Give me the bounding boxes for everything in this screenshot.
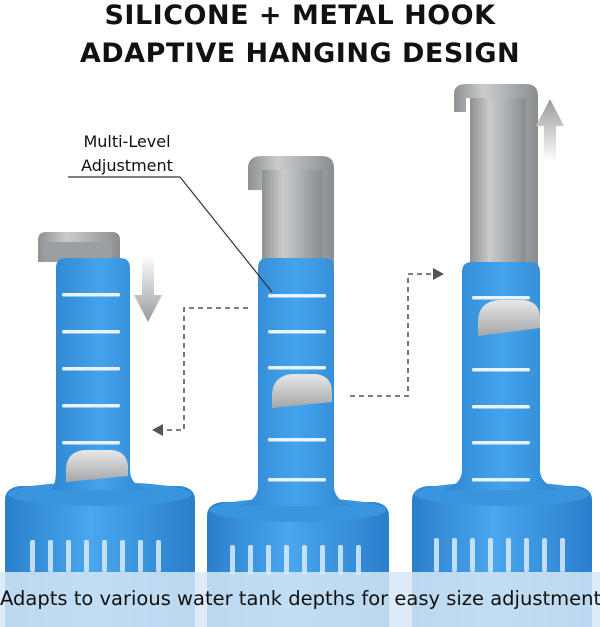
metal-hook-middle: [248, 156, 334, 265]
silicone-strap-middle: [240, 258, 352, 506]
up-arrow-icon: [536, 99, 564, 162]
heading-line-1: SILICONE + METAL HOOK: [104, 0, 496, 31]
silicone-strap-right: [444, 262, 560, 490]
adjustment-slots-left: [62, 293, 120, 445]
adjustment-slots-middle: [268, 294, 326, 482]
dashed-connector-left: [162, 307, 248, 431]
caption-band: [0, 572, 600, 627]
metal-clip-middle: [272, 374, 332, 408]
metal-clip-left: [66, 450, 128, 482]
metal-hook-right: [454, 84, 538, 270]
heading-line-2: ADAPTIVE HANGING DESIGN: [79, 38, 521, 69]
metal-clip-right: [478, 300, 540, 336]
adjustment-slots-right: [472, 296, 530, 482]
callout-line-2: Adjustment: [81, 156, 173, 175]
basket-right: [412, 84, 592, 627]
silicone-strap-left: [50, 258, 150, 490]
basket-left: [5, 232, 195, 627]
callout-label: Multi-Level Adjustment: [62, 130, 192, 178]
caption-text: Adapts to various water tank depths for …: [0, 587, 600, 610]
dashed-connector-right: [350, 273, 432, 397]
metal-hook-left: [38, 232, 120, 262]
callout-leader-line: [68, 176, 273, 293]
basket-middle: [207, 156, 389, 627]
connector-arrowhead-right: [433, 268, 444, 280]
connector-arrowhead-left: [152, 424, 163, 436]
callout-line-1: Multi-Level: [83, 132, 171, 151]
down-arrow-icon: [134, 255, 162, 322]
